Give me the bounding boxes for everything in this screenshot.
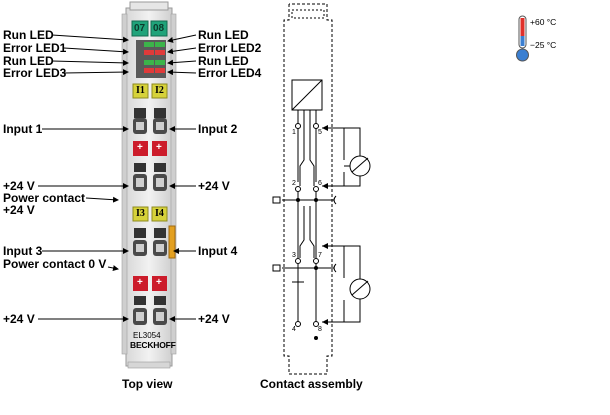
label-input-2: Input 2 xyxy=(198,122,238,136)
led-i3 xyxy=(132,206,149,222)
label-error-led-2: Error LED2 xyxy=(198,41,262,55)
sensor-arrowheads xyxy=(296,125,328,340)
led-i4 xyxy=(151,206,168,222)
plus-block-2b xyxy=(152,276,167,291)
label-plus24v-r2: +24 V xyxy=(198,312,230,326)
label-run-led-2: Run LED xyxy=(198,28,249,42)
status-led-block xyxy=(136,40,166,78)
label-run-led-1: Run LED xyxy=(3,28,54,42)
label-plus24v-l1: +24 V xyxy=(3,179,35,193)
contact-row-2 xyxy=(133,163,167,191)
label-input-1: Input 1 xyxy=(3,122,43,136)
label-power-contact: Power contact xyxy=(3,191,86,205)
plus-block-2a xyxy=(133,276,148,291)
label-error-led-4: Error LED4 xyxy=(198,66,262,80)
temp-min: −25 °C xyxy=(530,40,557,50)
temp-max: +60 °C xyxy=(530,17,557,27)
led-i4-label: I4 xyxy=(155,208,164,219)
pin-8: 8 xyxy=(318,326,322,333)
label-input-4: Input 4 xyxy=(198,244,238,258)
caption-top-view: Top view xyxy=(122,377,173,391)
model-label: EL3054 xyxy=(133,331,161,340)
label-run-led-4: Run LED xyxy=(198,54,249,68)
plus-sign-2b: + xyxy=(156,277,162,288)
label-plus24v-r1: +24 V xyxy=(198,179,230,193)
led-i1 xyxy=(132,83,149,99)
release-tab xyxy=(168,225,176,259)
label-error-led-3: Error LED3 xyxy=(3,66,67,80)
label-plus24v-l3: +24 V xyxy=(3,312,35,326)
led-i1-label: I1 xyxy=(136,85,145,96)
contact-row-1 xyxy=(133,108,167,134)
pin-4: 4 xyxy=(292,326,296,333)
contact-row-4 xyxy=(133,296,167,325)
plus-block-1b xyxy=(152,141,167,156)
contact-row-3 xyxy=(133,228,167,256)
pin-3: 3 xyxy=(292,252,296,259)
pin-2: 2 xyxy=(292,180,296,187)
plus-block-1a xyxy=(133,141,148,156)
contact-assembly xyxy=(272,3,371,375)
label-run-led-3: Run LED xyxy=(3,54,54,68)
led-i3-label: I3 xyxy=(136,208,145,219)
plus-sign-1a: + xyxy=(137,142,143,153)
led-i2-label: I2 xyxy=(155,85,164,96)
pin-5: 5 xyxy=(318,129,322,136)
pin-1: 1 xyxy=(292,129,296,136)
pin-7: 7 xyxy=(318,252,322,259)
plus-sign-1b: + xyxy=(156,142,162,153)
brand-label: BECKHOFF xyxy=(130,340,176,350)
pin-6: 6 xyxy=(318,180,322,187)
led-i2 xyxy=(151,83,168,99)
led-08 xyxy=(150,20,168,37)
label-input-3: Input 3 xyxy=(3,244,43,258)
thermometer-icon xyxy=(516,15,529,62)
caption-contact-assembly: Contact assembly xyxy=(260,377,363,391)
leader-arrows xyxy=(38,34,197,322)
label-power-contact-0v: Power contact 0 V xyxy=(3,257,107,271)
led-07 xyxy=(131,20,149,37)
led-07-label: 07 xyxy=(134,23,146,34)
label-plus24v-l2: +24 V xyxy=(3,203,35,217)
label-error-led-1: Error LED1 xyxy=(3,41,67,55)
led-08-label: 08 xyxy=(153,23,165,34)
plus-sign-2a: + xyxy=(137,277,143,288)
